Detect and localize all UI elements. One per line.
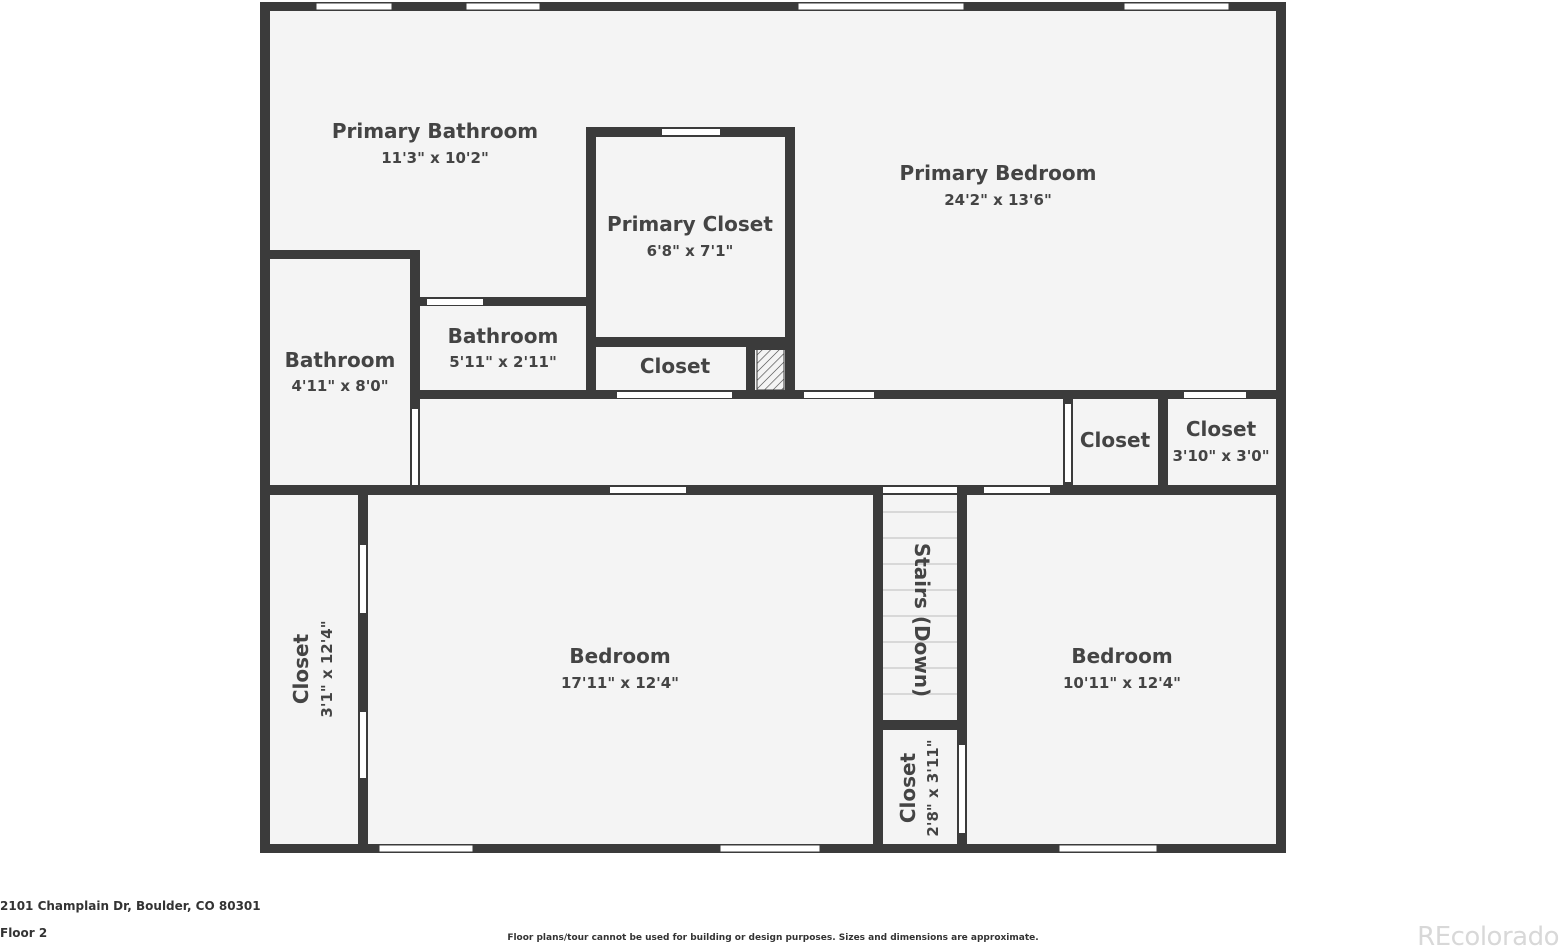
- room-dims-bedroom-right: 10'11" x 12'4": [1063, 674, 1181, 692]
- windows: [315, 2, 1230, 853]
- stair-treads: [883, 511, 957, 695]
- floor-plan: Primary Bathroom 11'3" x 10'2" Primary C…: [260, 2, 1286, 853]
- door-openings: [360, 129, 1246, 833]
- room-name-bedroom-right: Bedroom: [1071, 644, 1172, 668]
- floor-area: [264, 6, 1280, 848]
- room-dims-closet-west: 3'1" x 12'4": [318, 620, 336, 717]
- floor-label: Floor 2: [0, 926, 48, 940]
- room-name-closet-west: Closet: [289, 633, 313, 704]
- room-name-closet-east-a: Closet: [1080, 428, 1151, 452]
- room-dims-closet-stairs: 2'8" x 3'11": [924, 739, 942, 836]
- room-name-closet-stairs: Closet: [896, 752, 920, 823]
- room-dims-primary-closet: 6'8" x 7'1": [647, 242, 734, 260]
- chase-hatch: [756, 347, 785, 391]
- room-dims-closet-east-b: 3'10" x 3'0": [1172, 447, 1269, 465]
- room-name-stairs: Stairs (Down): [910, 543, 934, 697]
- recolorado-logo: REcolorado: [1417, 922, 1559, 952]
- room-name-bathroom-small: Bathroom: [448, 324, 559, 348]
- property-address: 2101 Champlain Dr, Boulder, CO 80301: [0, 899, 261, 913]
- room-dims-primary-bedroom: 24'2" x 13'6": [944, 191, 1052, 209]
- room-dims-bedroom-left: 17'11" x 12'4": [561, 674, 679, 692]
- room-dims-primary-bathroom: 11'3" x 10'2": [381, 149, 489, 167]
- room-name-closet-east-b: Closet: [1186, 417, 1257, 441]
- room-name-primary-bathroom: Primary Bathroom: [332, 119, 538, 143]
- room-dims-bathroom-left: 4'11" x 8'0": [291, 377, 388, 395]
- room-name-primary-bedroom: Primary Bedroom: [900, 161, 1097, 185]
- disclaimer-text: Floor plans/tour cannot be used for buil…: [507, 933, 1039, 943]
- room-name-bedroom-left: Bedroom: [569, 644, 670, 668]
- room-name-closet-hall: Closet: [640, 354, 711, 378]
- room-name-bathroom-left: Bathroom: [285, 348, 396, 372]
- room-dims-bathroom-small: 5'11" x 2'11": [449, 353, 557, 371]
- room-name-primary-closet: Primary Closet: [607, 212, 773, 236]
